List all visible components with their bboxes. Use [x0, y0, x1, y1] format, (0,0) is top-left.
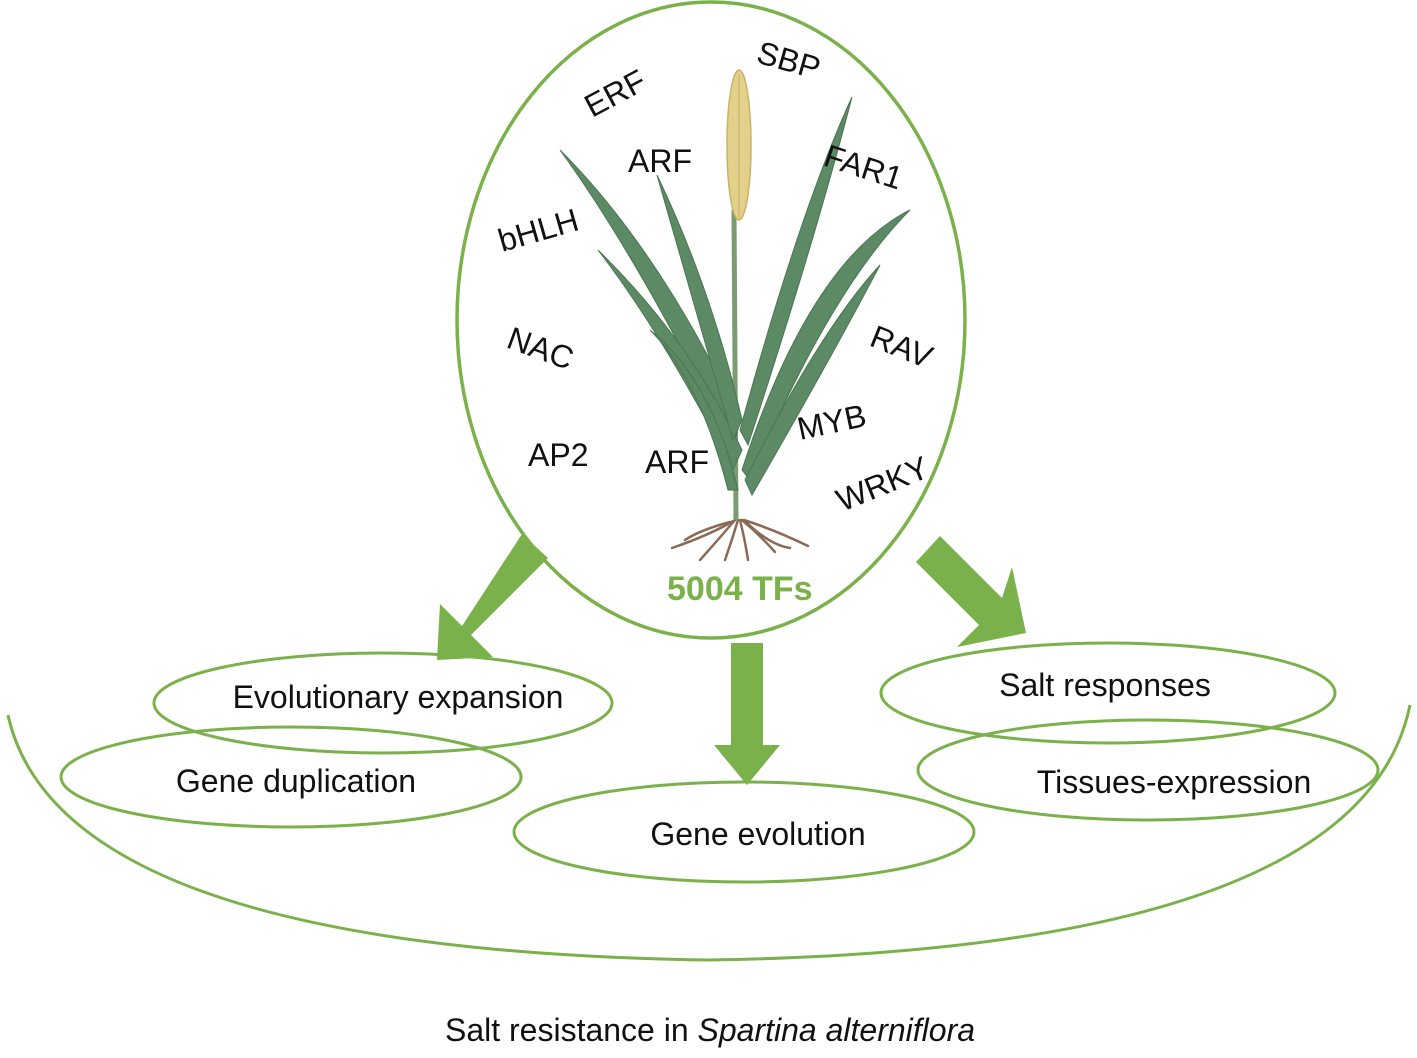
label-gene-evolution: Gene evolution	[650, 816, 865, 852]
tf-label-rav: RAV	[865, 318, 938, 375]
caption-species: Spartina alterniflora	[697, 1012, 976, 1048]
oval-evolutionary-expansion	[152, 651, 614, 755]
tf-label-bhlh: bHLH	[494, 202, 583, 259]
tf-label-wrky: WRKY	[831, 449, 933, 518]
caption-prefix: Salt resistance in	[444, 1012, 698, 1048]
arrow-right	[916, 536, 1026, 647]
oval-gene-evolution	[512, 780, 976, 884]
tf-label-sbp: SBP	[753, 34, 824, 86]
tf-count-label: 5004 TFs	[667, 570, 813, 608]
label-gene-duplication: Gene duplication	[176, 763, 416, 799]
spartina-plant-illustration	[559, 69, 911, 562]
tf-label-ap2: AP2	[528, 437, 588, 473]
stem	[731, 209, 739, 521]
oval-gene-duplication	[59, 725, 523, 829]
seed-spike	[726, 69, 752, 221]
label-evolutionary-expansion: Evolutionary expansion	[233, 679, 564, 715]
roots	[670, 518, 810, 562]
label-tissues-expression: Tissues-expression	[1037, 764, 1311, 800]
oval-tissues-expression	[916, 718, 1380, 822]
tf-label-nac: NAC	[503, 320, 579, 377]
tf-label-far1: FAR1	[820, 137, 907, 196]
tf-circle	[455, 0, 967, 640]
caption: Salt resistance in Spartina alterniflora	[0, 1012, 1417, 1049]
leaves	[559, 96, 911, 497]
arrow-left	[437, 534, 548, 660]
label-salt-responses: Salt responses	[999, 667, 1211, 703]
outer-bowl-arc	[6, 704, 1412, 962]
tf-label-erf: ERF	[578, 62, 651, 124]
arrow-center	[714, 643, 780, 785]
tf-label-myb: MYB	[794, 397, 869, 447]
tf-label-arf-upper: ARF	[628, 143, 692, 179]
oval-salt-responses	[879, 641, 1337, 745]
tf-label-arf-lower: ARF	[645, 444, 709, 480]
